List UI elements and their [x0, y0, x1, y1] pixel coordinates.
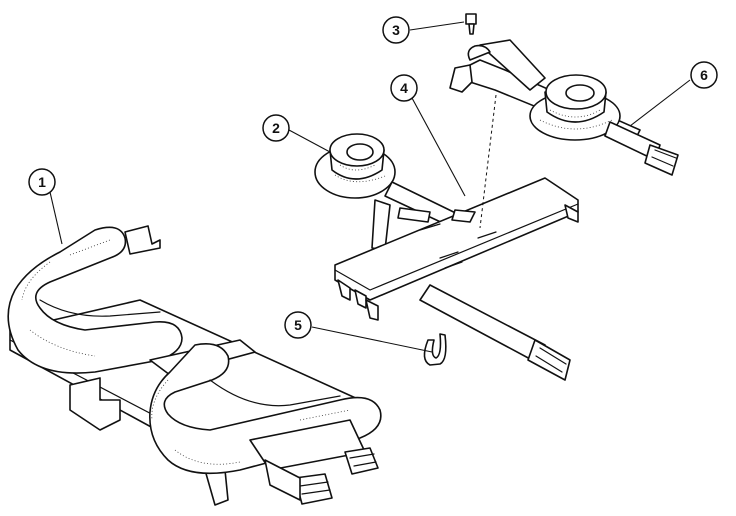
- screw: [465, 13, 477, 35]
- leader-3: [409, 21, 465, 31]
- bracket-slots: [419, 223, 497, 269]
- burner-6-nozzle: [644, 144, 679, 176]
- bracket-clip: [451, 209, 476, 223]
- callout-1-label: 1: [38, 174, 46, 190]
- burner-tube-back-shading: [21, 239, 111, 357]
- callout-2-label: 2: [272, 120, 280, 136]
- callout-3-label: 3: [392, 22, 400, 38]
- leader-5: [311, 326, 433, 353]
- leader-2: [288, 129, 331, 153]
- burner-6-port: [565, 84, 595, 102]
- round-burner-back: [449, 39, 679, 176]
- bracket-leg-back: [564, 204, 579, 223]
- burner-6-mount: [479, 39, 546, 91]
- burner-6-nozzle-threads: [651, 149, 677, 167]
- clip-body: [423, 333, 447, 366]
- callout-6-circle: [690, 61, 718, 89]
- burner-6-shading: [539, 109, 613, 130]
- callout-5-label: 5: [294, 317, 302, 333]
- alignment-line: [479, 94, 497, 229]
- burner-2-port: [346, 143, 374, 161]
- nozzle-threads: [299, 453, 377, 495]
- bracket-plate-edge: [334, 203, 579, 291]
- callout-1-circle: [28, 168, 56, 196]
- spring-clip: [423, 333, 447, 366]
- callout-2: 2: [262, 114, 290, 142]
- bracket-notches: [337, 279, 367, 309]
- burner-tube-front-shading: [151, 379, 351, 465]
- callout-6: 6: [690, 61, 718, 89]
- callout-4-label: 4: [400, 80, 408, 96]
- callout-4: 4: [390, 74, 418, 102]
- burner-tube-back-clip: [124, 225, 161, 255]
- callout-2-circle: [262, 114, 290, 142]
- callout-5: 5: [284, 311, 312, 339]
- callout-6-label: 6: [700, 67, 708, 83]
- burner-tube-front-inner: [209, 379, 341, 407]
- leader-6: [629, 79, 691, 127]
- callout-3: 3: [382, 16, 410, 44]
- callout-3-circle: [382, 16, 410, 44]
- screw-head: [465, 13, 477, 25]
- callout-5-circle: [284, 311, 312, 339]
- bracket-leg-front: [365, 299, 379, 321]
- burner-bracket: [334, 177, 579, 381]
- burner-2-clip: [397, 207, 431, 223]
- burner-tube-back: [7, 226, 183, 374]
- bracket-tab-left: [69, 377, 121, 431]
- burner-6-mount-end: [467, 44, 491, 61]
- leader-1: [49, 191, 63, 245]
- bracket-inlet-threads: [535, 347, 567, 373]
- inlet-pipe-front: [264, 459, 301, 501]
- burner-6-tab: [449, 64, 473, 93]
- leader-4: [411, 97, 466, 197]
- callout-4-circle: [390, 74, 418, 102]
- callout-1: 1: [28, 168, 56, 196]
- burner-2-shading: [334, 164, 386, 183]
- oval-burner-assembly: [7, 225, 382, 506]
- burner-tube-back-inner: [39, 299, 161, 317]
- screw-shank: [468, 23, 475, 35]
